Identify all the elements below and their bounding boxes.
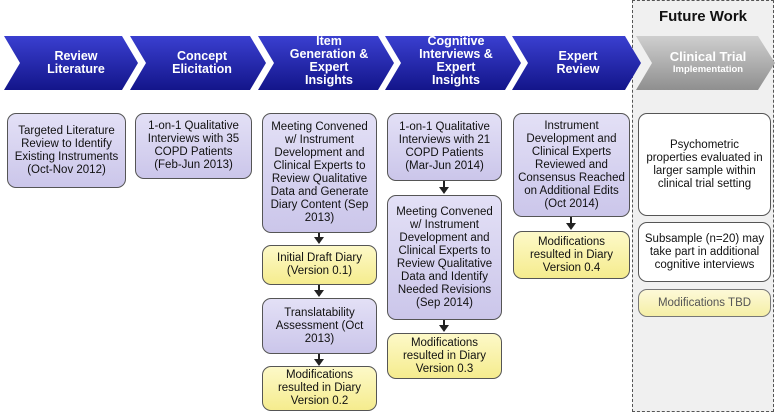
- arrow-down: [439, 320, 449, 332]
- arrow-down: [314, 285, 324, 297]
- box-expert-review: Instrument Development and Clinical Expe…: [513, 113, 630, 217]
- chevron-clinical-trial: [636, 36, 775, 90]
- arrow-down: [314, 354, 324, 366]
- box-concept-interviews: 1-on-1 Qualitative Interviews with 35 CO…: [135, 113, 252, 179]
- stage-label-clinical-trial: Clinical Trial Implementation: [669, 49, 747, 75]
- arrow-down: [314, 233, 324, 244]
- process-chevrons: [4, 36, 775, 90]
- stage-label-expert-review: Expert Review: [556, 49, 600, 76]
- stage-label-item-generation: Item Generation & Expert Insights: [289, 34, 369, 87]
- chevron-item-generation: [258, 36, 394, 90]
- arrow-down: [439, 181, 449, 194]
- box-mods-04: Modifications resulted in Diary Version …: [513, 231, 630, 279]
- box-subsample: Subsample (n=20) may take part in additi…: [638, 222, 771, 282]
- chevron-review-literature: [4, 36, 138, 90]
- stage-label-concept-elicitation: Concept Elicitation: [172, 49, 232, 76]
- chevron-concept-elicitation: [130, 36, 266, 90]
- arrow-down: [566, 217, 576, 230]
- stage-label-review-literature: Review Literature: [47, 49, 105, 76]
- future-work-title: Future Work: [658, 8, 748, 25]
- box-initial-draft: Initial Draft Diary (Version 0.1): [262, 245, 377, 285]
- box-meeting-2014: Meeting Convened w/ Instrument Developme…: [387, 195, 502, 320]
- box-cognitive-interviews: 1-on-1 Qualitative Interviews with 21 CO…: [387, 113, 502, 181]
- box-mods-02: Modifications resulted in Diary Version …: [262, 366, 377, 411]
- box-translatability: Translatability Assessment (Oct 2013): [262, 298, 377, 354]
- box-literature-review: Targeted Literature Review to Identify E…: [7, 113, 126, 188]
- box-psychometric: Psychometric properties evaluated in lar…: [638, 113, 771, 216]
- chevron-cognitive-interviews: [385, 36, 521, 90]
- stage-label-cognitive-interviews: Cognitive Interviews & Expert Insights: [419, 34, 493, 87]
- box-mods-tbd: Modifications TBD: [638, 289, 771, 317]
- box-meeting-2013: Meeting Convened w/ Instrument Developme…: [262, 113, 377, 233]
- chevron-expert-review: [512, 36, 641, 90]
- box-mods-03: Modifications resulted in Diary Version …: [387, 333, 502, 379]
